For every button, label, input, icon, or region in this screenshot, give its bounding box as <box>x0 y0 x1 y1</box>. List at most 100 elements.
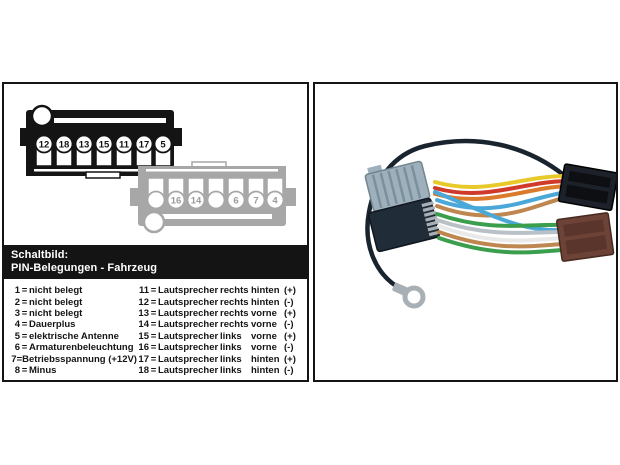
pin-side: links <box>220 342 242 354</box>
pin-number-label: 13 <box>79 140 90 151</box>
pin-assignment-row: 1=nicht belegt <box>11 285 137 296</box>
pin-function: nicht belegt <box>29 285 83 297</box>
pin-device: Lautsprecher <box>158 342 219 354</box>
pin-number-label: 12 <box>39 140 50 151</box>
pin-number: 12 <box>138 296 149 308</box>
pin-function: Armaturenbeleuchtung <box>29 342 134 354</box>
pin-diagram-panel: 12 18 13 15 11 17 5 <box>2 82 309 382</box>
connector-diagram: 12 18 13 15 11 17 5 <box>4 84 307 245</box>
pin-device: Lautsprecher <box>158 307 219 319</box>
caption-band: Schaltbild: PIN-Belegungen - Fahrzeug <box>4 245 307 279</box>
pin-polarity: (+) <box>284 330 296 342</box>
ground-wire <box>365 138 568 293</box>
pin-polarity: (-) <box>284 342 294 354</box>
pin-position: hinten <box>251 285 280 297</box>
equals-sign: = <box>21 342 28 354</box>
pin-position: vorne <box>251 330 277 342</box>
pin-side: links <box>220 353 242 365</box>
pin-number: 3 <box>14 307 20 319</box>
equals-sign: = <box>150 285 157 297</box>
pin-number-label: 6 <box>233 196 238 207</box>
equals-sign: = <box>150 342 157 354</box>
pin-assignment-row: 2=nicht belegt <box>11 296 137 308</box>
pin-number: 7 <box>11 353 17 365</box>
pin-number: 6 <box>14 342 20 354</box>
pin-position: vorne <box>251 342 277 354</box>
pin-number-label: 15 <box>99 140 110 151</box>
pin-side: rechts <box>220 319 249 331</box>
pin-number-label: 7 <box>253 196 258 207</box>
pin-function: elektrische Antenne <box>29 330 119 342</box>
front-pins: 12 18 13 15 11 17 5 <box>34 134 173 167</box>
pin-assignment-row: 4=Dauerplus <box>11 319 137 330</box>
connector-front-view-icon: 12 18 13 15 11 17 5 <box>20 104 182 179</box>
equals-sign: = <box>150 330 157 342</box>
pin-side: links <box>220 364 242 376</box>
pin-function: nicht belegt <box>29 296 83 308</box>
caption-line1: Schaltbild: <box>11 249 69 261</box>
pin-number: 16 <box>138 342 149 354</box>
pin-number: 18 <box>138 364 149 376</box>
equals-sign: = <box>150 319 157 331</box>
pin-number: 2 <box>14 296 20 308</box>
wire-red <box>433 179 569 195</box>
pin-position: hinten <box>251 296 280 308</box>
pin-number: 17 <box>138 353 149 365</box>
pin-polarity: (-) <box>284 296 294 308</box>
pin-number: 13 <box>138 307 149 319</box>
vehicle-connectors <box>364 160 442 253</box>
pin-assignment-row: 3=nicht belegt <box>11 308 137 319</box>
pin-number: 14 <box>138 319 149 331</box>
pin-polarity: (-) <box>284 364 294 376</box>
pin-side: rechts <box>220 285 249 297</box>
pin-device: Lautsprecher <box>158 319 219 331</box>
pin-polarity: (+) <box>284 353 296 365</box>
pin-assignment-row: 6=Armaturenbeleuchtung <box>11 342 137 353</box>
equals-sign: = <box>16 353 23 365</box>
pin-polarity: (+) <box>284 285 296 297</box>
wire-gray <box>435 218 565 235</box>
wire-bundle <box>433 174 569 255</box>
iso-connector-black <box>557 163 619 212</box>
pin-assignment-row: 7=Betriebsspannung (+12V) <box>11 353 137 365</box>
pin-function: nicht belegt <box>29 307 83 319</box>
pin-number-label: 5 <box>160 140 166 151</box>
wire-yellow <box>433 174 569 189</box>
pin-position: vorne <box>251 307 277 319</box>
caption-line2: PIN-Belegungen - Fahrzeug <box>11 262 158 274</box>
equals-sign: = <box>21 319 28 331</box>
pin-number-label: 14 <box>191 196 202 207</box>
pin-side: links <box>220 330 242 342</box>
equals-sign: = <box>21 364 28 376</box>
pin-device: Lautsprecher <box>158 296 219 308</box>
pin-number-label: 16 <box>171 196 182 207</box>
pin-function: Minus <box>29 364 57 376</box>
vehicle-connector-dark <box>368 197 442 253</box>
pin-position: hinten <box>251 364 280 376</box>
equals-sign: = <box>21 296 28 308</box>
pin-side: rechts <box>220 307 249 319</box>
wire-green-2 <box>437 236 565 255</box>
pin-position: hinten <box>251 353 280 365</box>
vehicle-connector-diagram-svg: 12 18 13 15 11 17 5 <box>20 104 296 234</box>
wire-blue-cross <box>433 190 565 233</box>
rear-pins: 16 14 6 7 4 <box>146 177 285 210</box>
pin-number-label: 18 <box>59 140 70 151</box>
wire-tan-2 <box>437 230 565 249</box>
wire-white <box>437 224 565 243</box>
pin-number-label: 4 <box>272 196 278 207</box>
pin-device: Lautsprecher <box>158 330 219 342</box>
pin-assignment-row: 8=Minus <box>11 365 137 376</box>
pin-number: 8 <box>14 364 20 376</box>
pin-polarity: (+) <box>284 307 296 319</box>
pin-number: 11 <box>138 285 149 297</box>
wire-blue <box>435 190 569 211</box>
